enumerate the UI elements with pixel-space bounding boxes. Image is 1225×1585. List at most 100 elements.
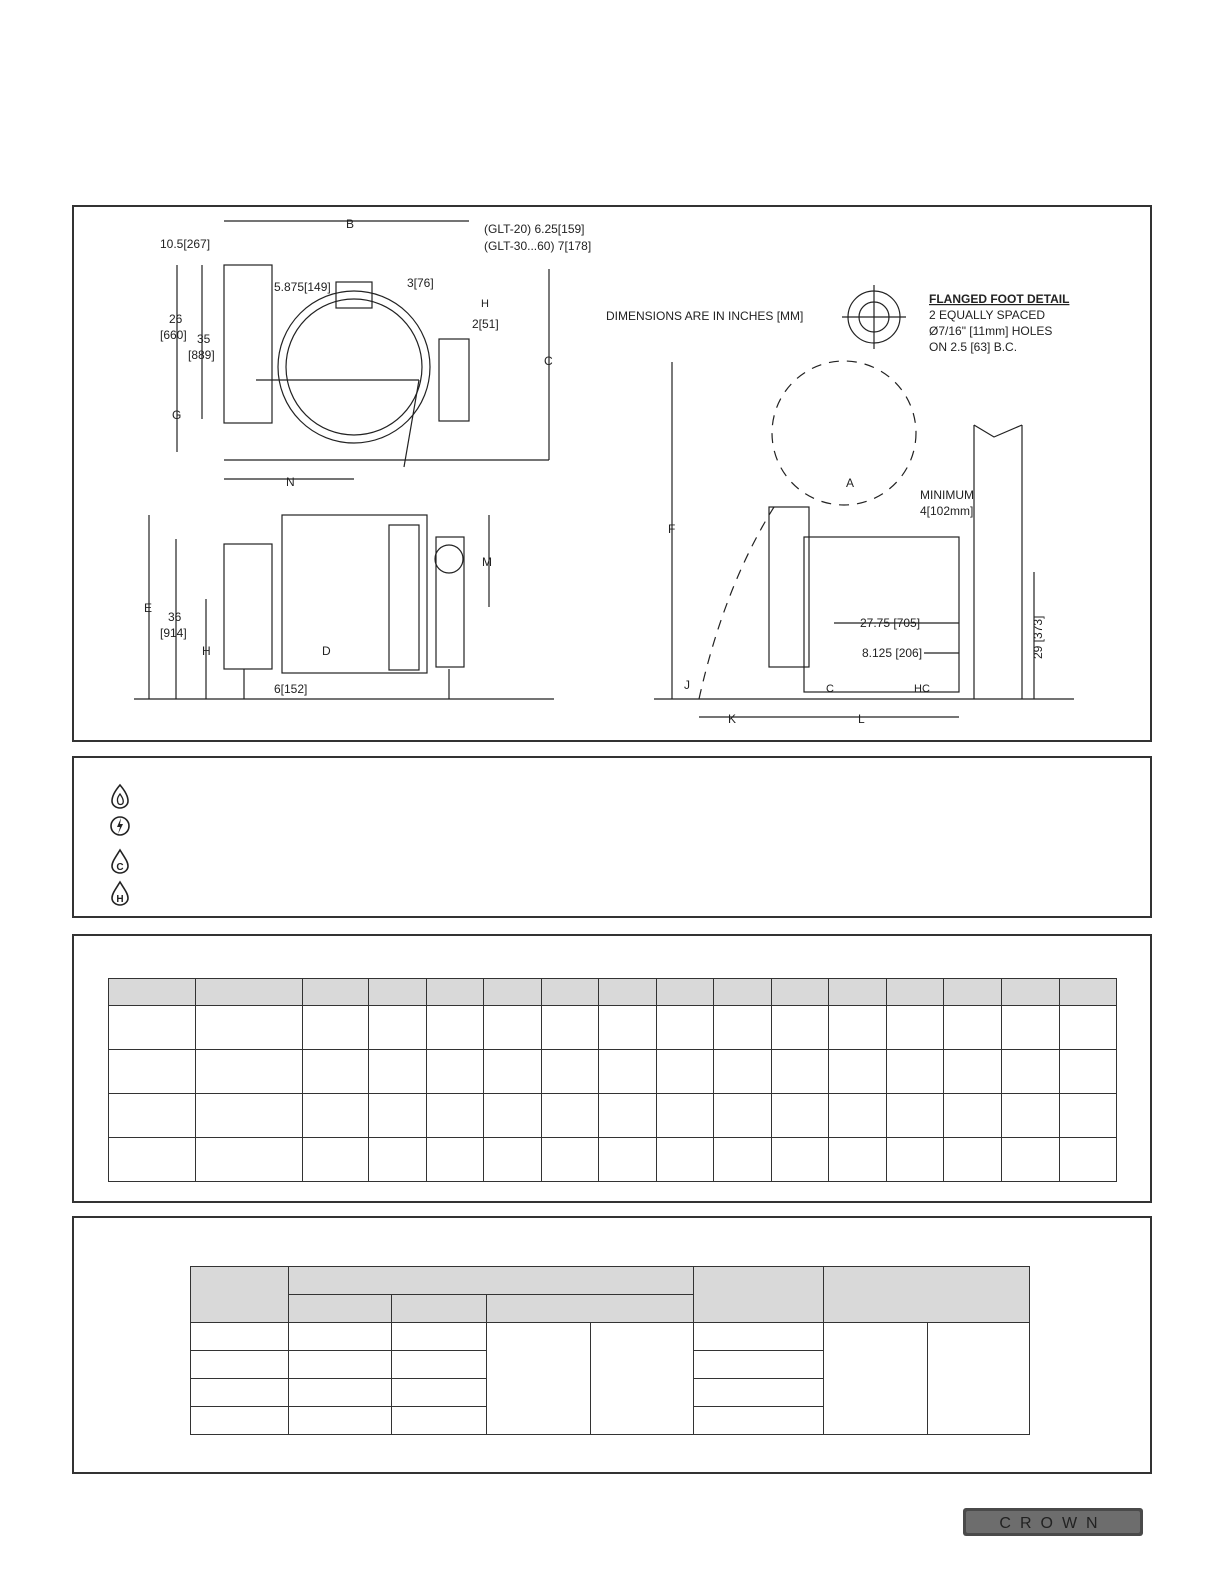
- top-view-kettle-outer: [277, 290, 431, 444]
- label-minimum: MINIMUM: [920, 488, 974, 502]
- label-8-125: 8.125 [206]: [862, 646, 922, 660]
- front-view-control-box: [223, 543, 273, 670]
- label-5-875: 5.875[149]: [274, 280, 331, 294]
- label-29: 29 [373]: [1031, 616, 1045, 659]
- dims-header-row: [108, 978, 1117, 1006]
- cold-water-icon: C: [111, 848, 129, 874]
- table-row: [190, 1406, 1030, 1435]
- label-m: M: [482, 555, 492, 569]
- side-view-wall: [973, 424, 1023, 699]
- top-view-kettle-inner: [285, 298, 423, 436]
- top-view-control-box: [223, 264, 273, 424]
- drawings-svg: B (GLT-20) 6.25[159] (GLT-30...60) 7[178…: [134, 217, 1074, 726]
- hot-water-icon: H: [111, 880, 129, 906]
- svg-text:CROWN: CROWN: [999, 1515, 1106, 1532]
- svg-text:C: C: [116, 862, 123, 873]
- gas-flame-icon: [111, 783, 129, 809]
- table-row: [108, 1093, 1117, 1138]
- util-header-row-1: [190, 1266, 1030, 1323]
- utilities-table: [190, 1266, 1030, 1435]
- label-e: E: [144, 601, 152, 615]
- util-header-cell: [823, 1266, 1030, 1323]
- legend-panel: C H: [72, 756, 1152, 918]
- table-row: [108, 1005, 1117, 1050]
- electric-bolt-icon: [110, 816, 130, 836]
- dims-header-cell: [943, 978, 1002, 1006]
- dims-header-cell: [770, 978, 830, 1006]
- dims-header-cell: [1059, 978, 1117, 1006]
- label-h: H: [202, 644, 211, 658]
- front-view-tilt-column: [435, 536, 465, 668]
- label-l: L: [858, 712, 865, 726]
- foot-detail-line3: ON 2.5 [63] B.C.: [929, 340, 1017, 354]
- dims-header-cell: [598, 978, 657, 1006]
- utilities-panel: [72, 1216, 1152, 1474]
- table-row: [190, 1378, 1030, 1407]
- util-header-cell: [485, 1294, 695, 1323]
- label-hc-mark: HC: [914, 683, 930, 695]
- top-view-handle-arm: [403, 379, 420, 468]
- label-h-mark: H: [481, 298, 489, 310]
- label-b: B: [346, 217, 354, 231]
- label-889: [889]: [188, 348, 215, 362]
- dims-header-cell: [194, 978, 303, 1006]
- dims-header-cell: [425, 978, 485, 1006]
- side-view-tilt-arc: [771, 360, 917, 506]
- label-glt30: (GLT-30...60) 7[178]: [484, 239, 591, 253]
- units-note: DIMENSIONS ARE IN INCHES [MM]: [606, 309, 803, 323]
- util-header-cell: [390, 1294, 487, 1323]
- dims-header-cell: [1000, 978, 1061, 1006]
- svg-text:H: H: [116, 894, 123, 905]
- label-36: 36: [168, 610, 182, 624]
- dims-header-cell: [108, 978, 196, 1006]
- dims-header-cell: [885, 978, 945, 1006]
- table-row: [190, 1350, 1030, 1379]
- dims-header-cell: [655, 978, 715, 1006]
- dims-header-cell: [368, 978, 427, 1006]
- label-6: 6[152]: [274, 682, 307, 696]
- top-view-tilt-column: [438, 338, 470, 422]
- util-header-row-2: [191, 1294, 1030, 1323]
- table-row: [108, 1137, 1117, 1182]
- foot-detail-line1: 2 EQUALLY SPACED: [929, 308, 1045, 322]
- label-d: D: [322, 644, 331, 658]
- label-26: 26: [169, 312, 183, 326]
- dims-header-cell: [828, 978, 887, 1006]
- label-k: K: [728, 712, 736, 726]
- dims-header-cell: [483, 978, 542, 1006]
- util-header-cell: [693, 1266, 825, 1323]
- label-n: N: [286, 475, 295, 489]
- dimensions-panel: [72, 934, 1152, 1203]
- label-c-mark: C: [826, 683, 834, 695]
- front-view-kettle-body: [281, 514, 428, 674]
- label-660: [660]: [160, 328, 187, 342]
- foot-detail-title: FLANGED FOOT DETAIL: [929, 292, 1069, 306]
- side-view-body: [803, 536, 960, 693]
- side-view-pour-arc: [698, 506, 775, 700]
- label-a: A: [846, 476, 854, 490]
- label-j: J: [684, 678, 690, 692]
- dimensions-table: [108, 978, 1117, 1182]
- label-min-4: 4[102mm]: [920, 504, 973, 518]
- crown-logo: CROWN: [963, 1508, 1143, 1536]
- table-row: [190, 1322, 1030, 1435]
- foot-detail-line2: Ø7/16" [11mm] HOLES: [929, 324, 1052, 338]
- table-row: [108, 1049, 1117, 1094]
- util-header-cell: [287, 1266, 695, 1295]
- label-2: 2[51]: [472, 317, 499, 331]
- label-3: 3[76]: [407, 276, 434, 290]
- dims-header-cell: [540, 978, 600, 1006]
- label-c: C: [544, 354, 553, 368]
- front-view-label-strip: [388, 524, 420, 671]
- label-27-75: 27.75 [705]: [860, 616, 920, 630]
- side-view-pan: [768, 506, 810, 668]
- label-10-5: 10.5[267]: [160, 237, 210, 251]
- util-header-cell: [190, 1266, 289, 1323]
- label-914: [914]: [160, 626, 187, 640]
- dims-header-cell: [301, 978, 370, 1006]
- label-f: F: [668, 522, 675, 536]
- label-glt20: (GLT-20) 6.25[159]: [484, 222, 585, 236]
- util-header-cell: [287, 1294, 392, 1323]
- label-g: G: [172, 408, 181, 422]
- top-view-display: [335, 281, 373, 309]
